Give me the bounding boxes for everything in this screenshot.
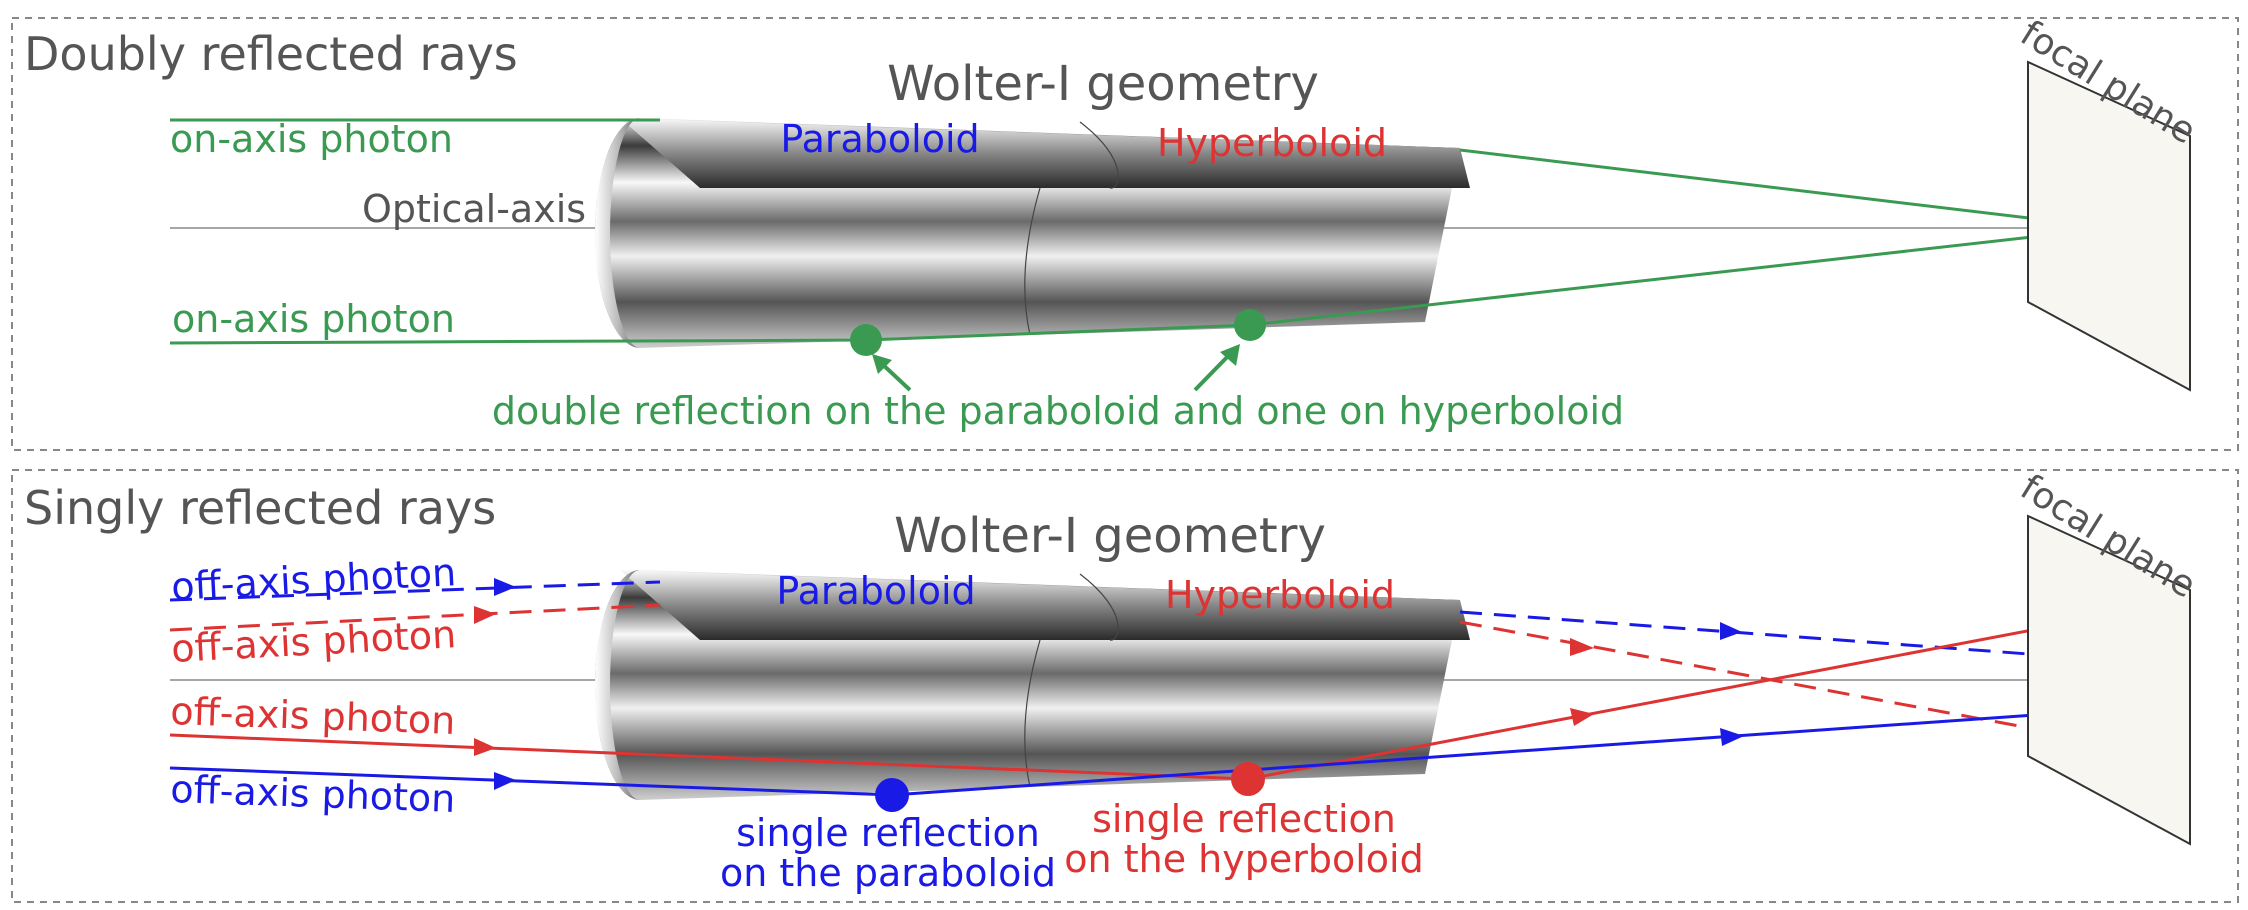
panel-singly: Singly reflected rays Wolter-I geometry … [11,467,2239,903]
reflection-point-hyperboloid [1234,309,1266,341]
mirror-inner-surface [620,570,1470,640]
wolter-mirror [595,570,1470,800]
panel-border [11,469,2239,903]
mirror-inner-surface [620,118,1470,188]
ray-label-bottom: on-axis photon [172,297,455,341]
panel-doubly: Doubly reflected rays Wolter-I geometry … [11,13,2239,451]
wolter-mirror [595,118,1470,348]
reflection-point-paraboloid [875,778,909,812]
focal-plane [2027,60,2191,392]
panel-border [11,17,2239,451]
ray-label-red-dashed: off-axis photon [170,612,457,671]
double-reflection-annotation: double reflection on the paraboloid and … [492,389,1624,433]
off-axis-ray-blue-dashed-in [169,580,661,602]
hyperboloid-label: Hyperboloid [1157,121,1387,165]
hyperboloid-note-line1: single reflection [1092,797,1396,841]
mirror-rim [595,118,640,348]
ray-label-red-solid: off-axis photon [170,689,456,743]
reflection-point-hyperboloid [1231,762,1265,796]
arrowhead [474,738,496,756]
annotation-arrow-2 [1193,344,1240,392]
off-axis-ray-blue-dashed-out [1459,610,2113,665]
on-axis-ray-bottom [169,226,2113,345]
on-axis-ray-top-exit [1459,148,2113,230]
hyperboloid-label: Hyperboloid [1165,573,1395,617]
annotation-arrow-1 [872,354,912,392]
off-axis-ray-red-dashed-out [1459,620,2108,746]
arrowhead [1570,638,1594,656]
focal-plane [2027,514,2191,846]
mirror-rim [595,570,640,800]
ray-label-blue-solid: off-axis photon [170,767,456,821]
ray-label-top: on-axis photon [170,117,453,161]
paraboloid-note-line2: on the paraboloid [720,851,1056,895]
arrowhead [494,578,516,596]
panel-title: Singly reflected rays [24,481,496,535]
arrowhead [474,606,496,624]
arrowhead [1570,708,1594,726]
arrowhead [494,772,516,790]
ray-label-blue-dashed: off-axis photon [170,550,457,609]
hyperboloid-note-line2: on the hyperboloid [1064,837,1423,881]
arrowhead [1720,622,1742,640]
panel-title: Doubly reflected rays [24,27,518,81]
geometry-title: Wolter-I geometry [894,508,1326,564]
paraboloid-label: Paraboloid [780,117,979,161]
off-axis-ray-red-dashed-in [169,603,661,632]
geometry-title: Wolter-I geometry [887,56,1319,112]
optical-axis-label: Optical-axis [362,187,586,231]
paraboloid-label: Paraboloid [776,569,975,613]
paraboloid-note-line1: single reflection [736,811,1040,855]
reflection-point-paraboloid [850,324,882,356]
mirror-seam [1024,121,1119,336]
arrowhead [1720,728,1744,746]
